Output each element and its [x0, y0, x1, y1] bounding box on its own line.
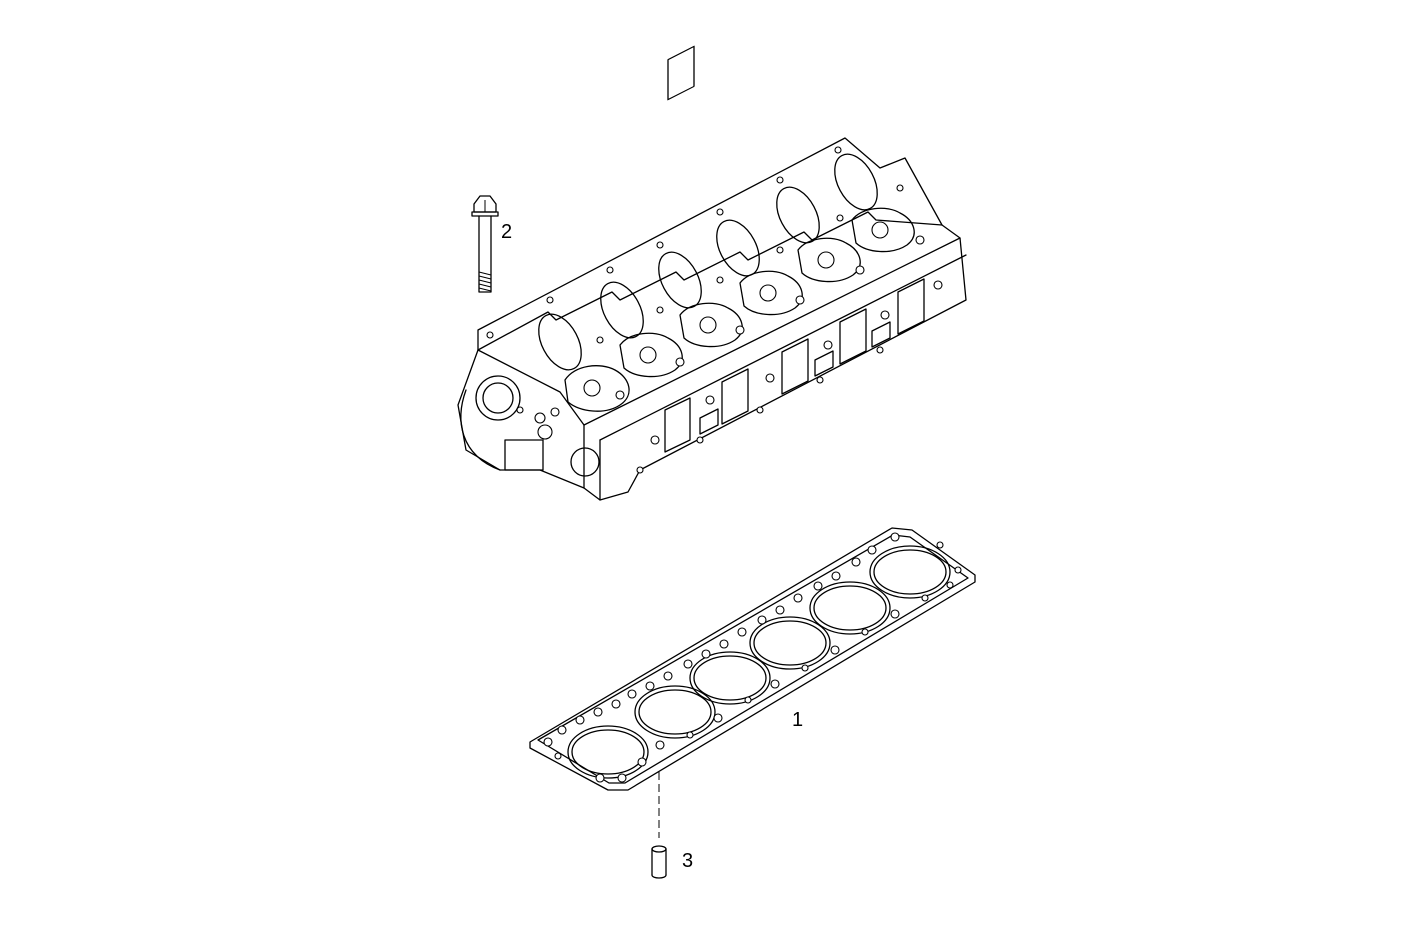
- cylinder-bores: [538, 153, 878, 371]
- side-ports: [636, 45, 943, 474]
- callout-gasket: 1: [792, 709, 804, 731]
- callout-dowel: 3: [682, 850, 694, 872]
- cylinder-head-gasket: [529, 527, 976, 791]
- dowel-pin: [651, 845, 667, 879]
- gasket-bores: [567, 545, 951, 779]
- injector-pads: [564, 207, 915, 412]
- gasket-holes: [543, 532, 962, 783]
- cylinder-head-bolt: [471, 195, 499, 293]
- cylinder-head: [457, 45, 967, 501]
- deck-holes: [486, 146, 925, 400]
- callout-bolt: 2: [501, 221, 513, 243]
